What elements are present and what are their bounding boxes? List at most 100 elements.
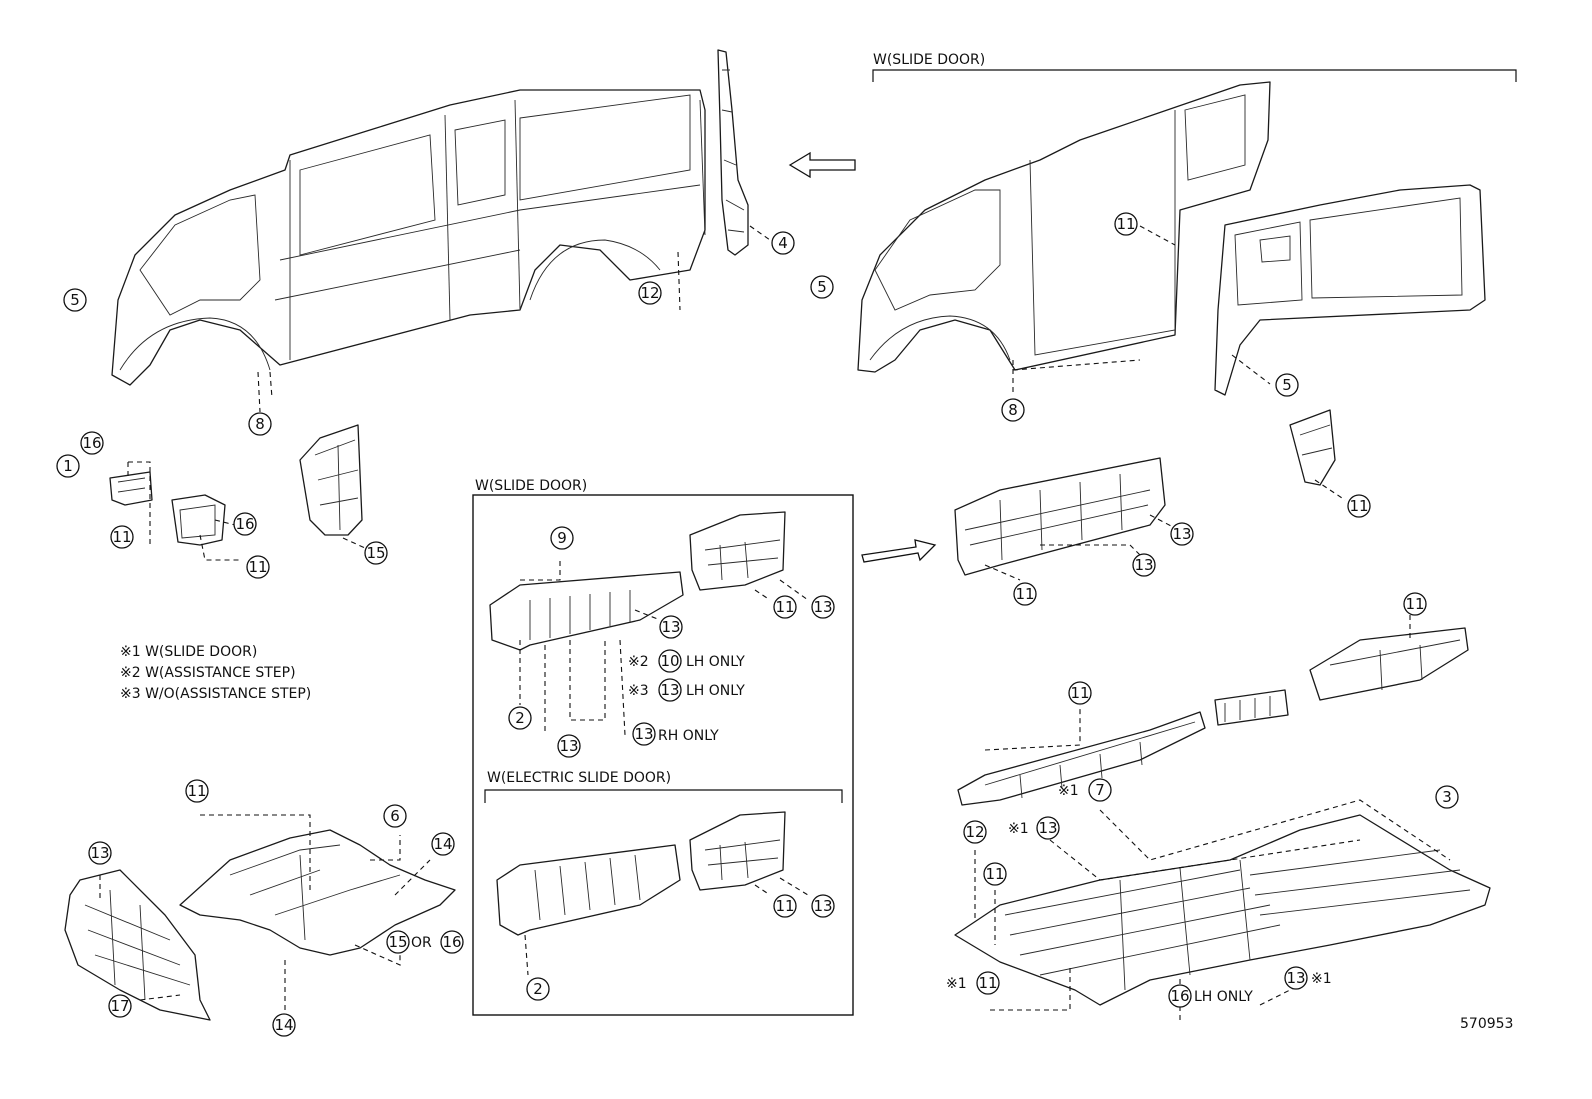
- svg-text:13: 13: [813, 897, 832, 915]
- callout-13-mid-b: 13: [1170, 522, 1194, 546]
- svg-text:13: 13: [1038, 819, 1057, 837]
- svg-text:16: 16: [235, 515, 254, 533]
- callout-16-floor-lh-only: 16 LH ONLY: [1168, 984, 1253, 1008]
- svg-text:13: 13: [660, 681, 679, 699]
- svg-text:13: 13: [90, 844, 109, 862]
- callout-3: 3: [1435, 785, 1459, 809]
- svg-text:LH ONLY: LH ONLY: [686, 654, 745, 670]
- rear-side-panel: [1214, 184, 1486, 396]
- callout-4: 4: [771, 231, 795, 255]
- svg-text:16: 16: [1170, 987, 1189, 1005]
- electric-slide-door-bracket: [484, 789, 843, 803]
- callout-2-b: 2: [526, 977, 550, 1001]
- svg-text:13: 13: [813, 598, 832, 616]
- note-10-lh-only: ※2 10 LH ONLY: [628, 649, 745, 673]
- callout-5-right-front: 5: [810, 275, 834, 299]
- note-2: ※2 W(ASSISTANCE STEP): [120, 665, 296, 681]
- small-bracket-parts: [109, 471, 226, 546]
- svg-text:2: 2: [533, 980, 543, 998]
- svg-text:15: 15: [388, 933, 407, 951]
- leader-lines: [99, 225, 1451, 1020]
- svg-text:11: 11: [775, 598, 794, 616]
- callout-1: 1: [56, 454, 80, 478]
- callout-8-left: 8: [248, 412, 272, 436]
- svg-text:LH ONLY: LH ONLY: [1194, 989, 1253, 1005]
- rocker-panel-electric: [496, 844, 681, 936]
- svg-text:11: 11: [978, 974, 997, 992]
- callout-17: 17: [108, 994, 132, 1018]
- callout-13-rh-only: 13: [632, 722, 656, 746]
- callout-12-floor: 12: [963, 820, 987, 844]
- pillar-panel-15: [299, 424, 363, 536]
- svg-text:11: 11: [248, 558, 267, 576]
- callout-11-floor-left: 11: [185, 779, 209, 803]
- svg-text:※1: ※1: [1311, 971, 1332, 987]
- callout-15-or-16: 15 OR 16: [386, 930, 464, 954]
- callout-12-left: 12: [638, 281, 662, 305]
- callout-5-right-rear: 5: [1275, 373, 1299, 397]
- callout-5-left: 5: [63, 288, 87, 312]
- callout-13-box-b: 13: [811, 595, 835, 619]
- svg-text:5: 5: [70, 291, 80, 309]
- svg-text:12: 12: [640, 284, 659, 302]
- callout-11-floor-a: 11: [983, 862, 1007, 886]
- callout-13-box-d: 13: [811, 894, 835, 918]
- pillar-part: [717, 49, 749, 256]
- floor-cross-member: [954, 457, 1166, 576]
- svg-text:※1: ※1: [946, 976, 967, 992]
- svg-text:14: 14: [433, 835, 452, 853]
- callout-11-floor-b: ※1 11: [946, 971, 1000, 995]
- note-1: ※1 W(SLIDE DOOR): [120, 644, 257, 660]
- callout-11-mid-a: 11: [1013, 582, 1037, 606]
- callout-2-a: 2: [508, 706, 532, 730]
- svg-text:※1: ※1: [1058, 783, 1079, 799]
- svg-text:11: 11: [1405, 595, 1424, 613]
- callout-11-mid-b: 11: [1347, 494, 1371, 518]
- svg-text:8: 8: [255, 415, 265, 433]
- svg-text:OR: OR: [411, 935, 432, 951]
- center-detail-box: [472, 494, 854, 1016]
- callout-11-right-door: 11: [1114, 212, 1138, 236]
- svg-text:1: 1: [63, 457, 73, 475]
- svg-text:2: 2: [515, 709, 525, 727]
- electric-slide-door-label: W(ELECTRIC SLIDE DOOR): [487, 770, 671, 786]
- diagram-id: 570953: [1460, 1016, 1513, 1032]
- note-3: ※3 W/O(ASSISTANCE STEP): [120, 686, 311, 702]
- svg-text:5: 5: [817, 278, 827, 296]
- svg-text:17: 17: [110, 997, 129, 1015]
- callout-13-mid-a: 13: [1132, 553, 1156, 577]
- svg-text:6: 6: [390, 807, 400, 825]
- callout-11-box-b: 11: [773, 894, 797, 918]
- svg-text:13: 13: [1286, 969, 1305, 987]
- svg-text:11: 11: [112, 528, 131, 546]
- slide-door-bracket-top: [872, 69, 1517, 82]
- rear-side-member: [1309, 627, 1469, 701]
- svg-text:12: 12: [965, 823, 984, 841]
- callout-13-floor: ※1 13: [1008, 816, 1060, 840]
- svg-text:13: 13: [1172, 525, 1191, 543]
- center-box-label: W(SLIDE DOOR): [475, 478, 587, 494]
- callout-11-b: 11: [246, 555, 270, 579]
- svg-text:※1: ※1: [1008, 821, 1029, 837]
- svg-text:14: 14: [274, 1016, 293, 1034]
- callout-15-a: 15: [364, 541, 388, 565]
- callout-14-b: 14: [272, 1013, 296, 1037]
- callout-16-a: 16: [80, 431, 104, 455]
- svg-text:11: 11: [1015, 585, 1034, 603]
- svg-text:11: 11: [775, 897, 794, 915]
- svg-text:9: 9: [557, 529, 567, 547]
- svg-text:※3: ※3: [628, 683, 649, 699]
- rocker-panel-assembly: [489, 571, 684, 651]
- callout-13-dash: 13: [88, 841, 112, 865]
- svg-text:10: 10: [660, 652, 679, 670]
- svg-text:13: 13: [1134, 556, 1153, 574]
- svg-text:13: 13: [661, 618, 680, 636]
- note-13-lh-only: ※3 13 LH ONLY: [628, 678, 745, 702]
- side-sill-inner-top: [689, 511, 786, 591]
- callout-11-member-rear: 11: [1403, 592, 1427, 616]
- svg-text:16: 16: [82, 434, 101, 452]
- svg-text:※2: ※2: [628, 654, 649, 670]
- svg-text:11: 11: [1070, 684, 1089, 702]
- callout-11-box-a: 11: [773, 595, 797, 619]
